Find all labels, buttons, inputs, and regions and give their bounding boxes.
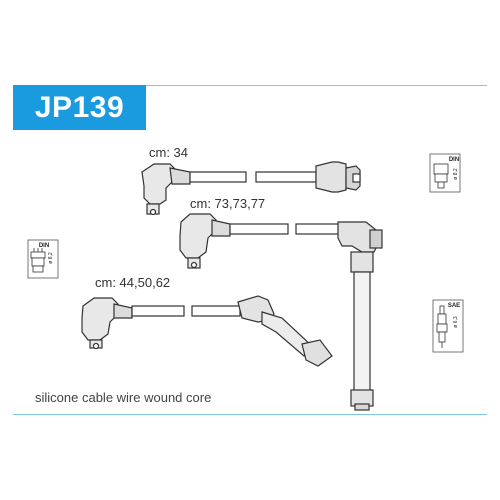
din-left-badge: DIN ø 8,2 — [27, 239, 59, 279]
spark-plug-icon — [436, 305, 448, 348]
lead-2-cable — [179, 213, 383, 411]
lead-3-length: cm: 44,50,62 — [95, 275, 171, 290]
lead-1-length: cm: 34 — [149, 145, 189, 160]
sae-right-size: ø 6,3 — [453, 316, 459, 328]
din-right-size: ø 8,2 — [453, 168, 459, 180]
top-divider — [146, 85, 487, 86]
din-left-standard: DIN — [39, 243, 49, 249]
lead-3-cable — [81, 295, 333, 367]
distributor-cap-icon — [30, 248, 46, 273]
sae-right-standard: SAE — [448, 303, 460, 309]
sae-right-badge: SAE ø 6,3 — [432, 299, 464, 353]
product-code-badge: JP139 — [13, 85, 146, 130]
coil-icon — [433, 163, 449, 189]
material-caption: silicone cable wire wound core — [35, 390, 212, 405]
bottom-divider — [13, 414, 487, 415]
din-right-standard: DIN — [449, 157, 459, 163]
lead-1-cable — [141, 161, 361, 216]
lead-2-length: cm: 73,73,77 — [190, 196, 266, 211]
din-left-size: ø 8,2 — [48, 252, 54, 264]
din-right-badge: DIN ø 8,2 — [429, 153, 461, 193]
